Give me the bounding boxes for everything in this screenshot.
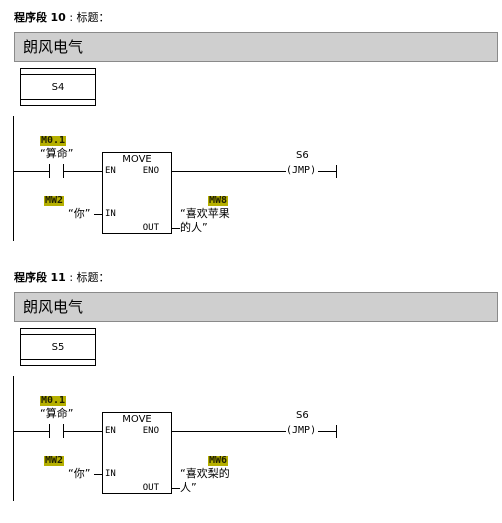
pin-in: IN	[105, 469, 116, 479]
network-prefix: 程序段	[14, 271, 47, 284]
rung-wire	[64, 171, 102, 172]
move-box[interactable]: MOVE EN ENO IN OUT	[102, 412, 172, 494]
network-header: 程序段 10 : 标题：	[14, 8, 110, 28]
network-comment[interactable]: 朗风电气	[14, 32, 498, 62]
jmp-coil[interactable]: (JMP)	[286, 425, 317, 436]
out-address[interactable]: MW8	[208, 195, 229, 206]
rung-wire	[13, 431, 49, 432]
contact-left-bar[interactable]	[49, 164, 50, 178]
in-symbol[interactable]: “你”	[68, 467, 91, 480]
network-prefix: 程序段	[14, 11, 47, 24]
eno-wire	[172, 171, 286, 172]
rung-wire	[13, 171, 49, 172]
rung-wire	[64, 431, 102, 432]
in-wire	[94, 214, 102, 215]
network-header: 程序段 11 : 标题：	[14, 268, 110, 288]
out-address[interactable]: MW6	[208, 455, 229, 466]
contact-address[interactable]: M0.1	[40, 135, 67, 146]
out-wire	[172, 228, 180, 229]
jmp-coil[interactable]: (JMP)	[286, 165, 317, 176]
contact-address[interactable]: M0.1	[40, 395, 67, 406]
pin-eno: ENO	[142, 166, 159, 176]
jump-label-text: S5	[21, 334, 95, 360]
jump-target-label[interactable]: S6	[296, 410, 309, 421]
jump-label-box[interactable]: S5	[20, 328, 96, 366]
network-11[interactable]: 程序段 11 : 标题： 朗风电气 S5 M0.1 “算命” MOVE EN E…	[0, 268, 502, 523]
power-rail	[13, 376, 14, 501]
pin-in: IN	[105, 209, 116, 219]
contact-symbol[interactable]: “算命”	[40, 407, 74, 420]
move-box[interactable]: MOVE EN ENO IN OUT	[102, 152, 172, 234]
in-wire	[94, 474, 102, 475]
pin-out: OUT	[142, 483, 159, 493]
network-number: 10	[50, 11, 66, 24]
pin-en: EN	[105, 166, 116, 176]
network-10[interactable]: 程序段 10 : 标题： 朗风电气 S4 M0.1 “算命” MOVE EN E…	[0, 8, 502, 263]
jump-target-label[interactable]: S6	[296, 150, 309, 161]
pin-out: OUT	[142, 223, 159, 233]
pin-eno: ENO	[142, 426, 159, 436]
pin-en: EN	[105, 426, 116, 436]
in-address[interactable]: MW2	[44, 195, 65, 206]
jump-label-box[interactable]: S4	[20, 68, 96, 106]
contact-left-bar[interactable]	[49, 424, 50, 438]
contact-right-bar[interactable]	[63, 164, 64, 178]
out-wire	[172, 488, 180, 489]
jump-label-text: S4	[21, 74, 95, 100]
coil-wire	[318, 431, 336, 432]
out-symbol-line2[interactable]: 人”	[180, 481, 197, 494]
power-rail	[13, 116, 14, 241]
network-title-label: : 标题：	[69, 11, 110, 24]
move-box-title: MOVE	[122, 154, 152, 165]
in-address[interactable]: MW2	[44, 455, 65, 466]
contact-symbol[interactable]: “算命”	[40, 147, 74, 160]
out-symbol-line1[interactable]: “喜欢苹果	[180, 207, 230, 220]
out-symbol-line1[interactable]: “喜欢梨的	[180, 467, 230, 480]
eno-wire	[172, 431, 286, 432]
coil-end-bar	[336, 425, 337, 438]
in-symbol[interactable]: “你”	[68, 207, 91, 220]
network-title-label: : 标题：	[69, 271, 110, 284]
move-box-title: MOVE	[122, 414, 152, 425]
network-number: 11	[50, 271, 66, 284]
network-comment[interactable]: 朗风电气	[14, 292, 498, 322]
coil-wire	[318, 171, 336, 172]
out-symbol-line2[interactable]: 的人”	[180, 221, 208, 234]
coil-end-bar	[336, 165, 337, 178]
contact-right-bar[interactable]	[63, 424, 64, 438]
